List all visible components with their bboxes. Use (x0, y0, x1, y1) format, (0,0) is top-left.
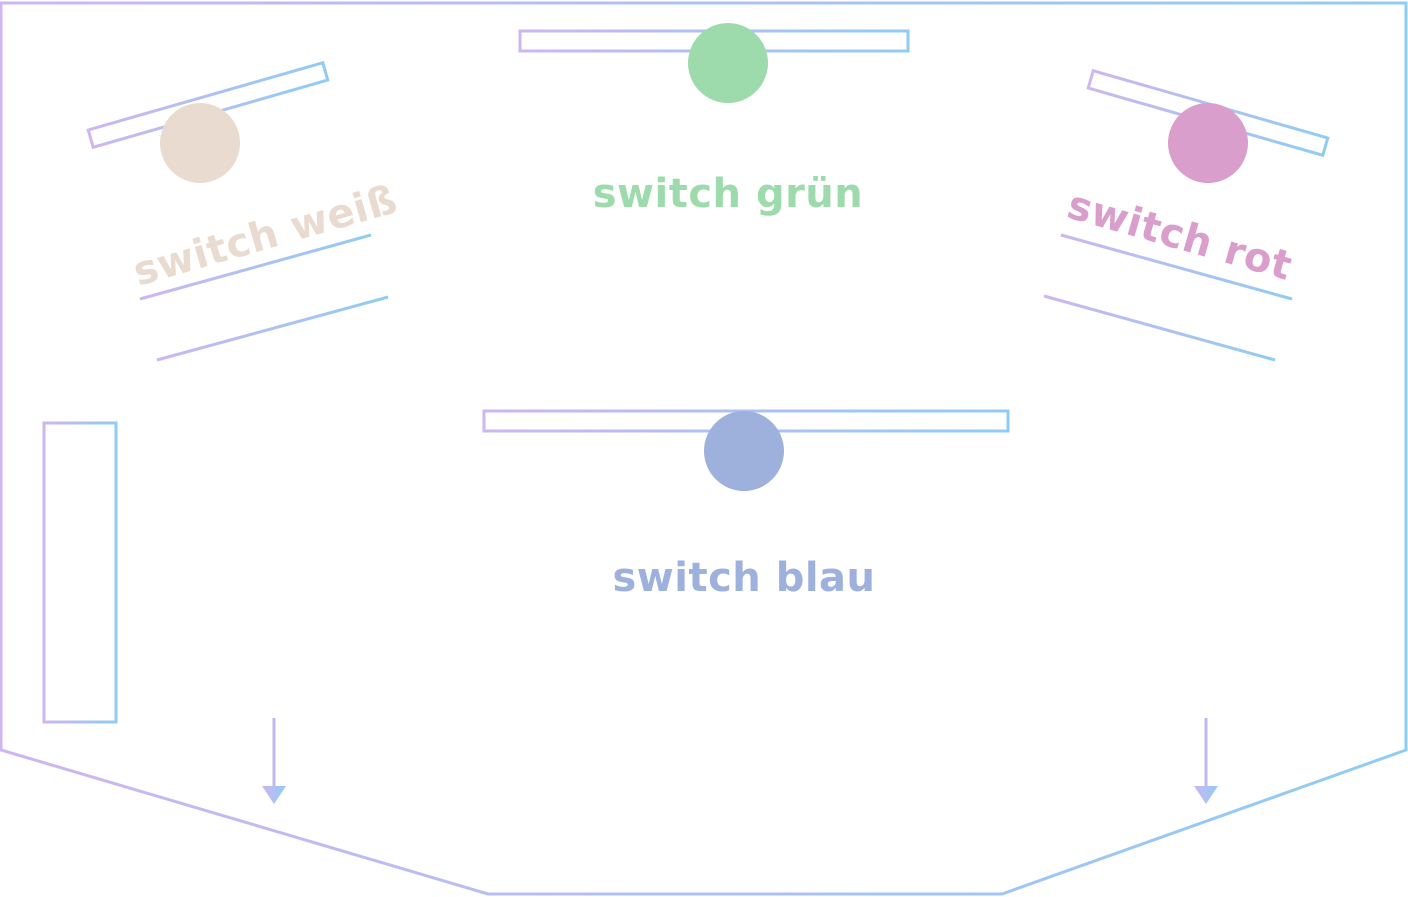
switch-weiss-label: switch weiß (128, 176, 402, 295)
left-panel (42, 421, 118, 724)
switch-weiss: switch weiß (86, 60, 402, 362)
arrow-down-right (1194, 718, 1218, 804)
switch-rot-label: switch rot (1062, 182, 1297, 290)
switch-weiss-line-2 (156, 295, 389, 362)
switch-weiss-knob[interactable] (160, 103, 240, 183)
switch-blau: switch blau (482, 409, 1010, 845)
switch-blau-knob[interactable] (704, 411, 784, 491)
switch-gruen-knob[interactable] (688, 23, 768, 103)
switch-rot-line-1 (1060, 233, 1293, 301)
switch-weiss-line-1 (139, 233, 372, 301)
switch-rot: switch rot (1043, 68, 1330, 362)
switch-gruen: switch grün (518, 23, 910, 300)
arrow-down-right-icon (1194, 786, 1218, 804)
arrow-down-left-icon (262, 786, 286, 804)
switch-rot-line-2 (1043, 294, 1276, 362)
switch-blau-label: switch blau (612, 555, 875, 601)
switch-rot-knob[interactable] (1168, 103, 1248, 183)
switch-gruen-label: switch grün (593, 171, 864, 217)
arrow-down-left (262, 718, 286, 804)
